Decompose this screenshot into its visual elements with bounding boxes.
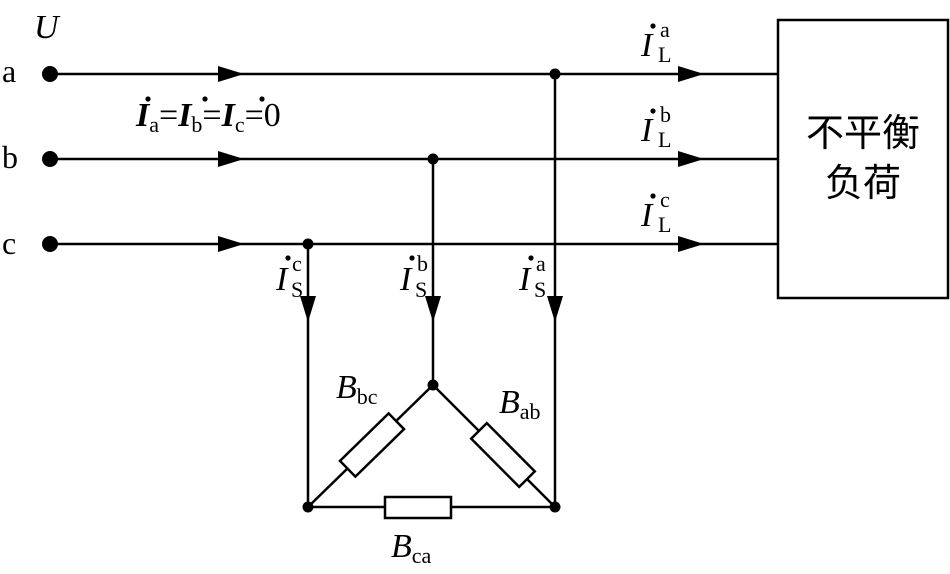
svg-text:S: S (534, 277, 546, 302)
load-current-label-b: I L b (640, 102, 671, 152)
arrow-b-load (678, 151, 704, 167)
svg-text:I: I (518, 261, 532, 298)
phase-label-b: b (2, 139, 18, 175)
svg-text:c: c (660, 187, 670, 212)
load-current-label-a: I L a (640, 17, 671, 67)
phase-label-c: c (2, 225, 16, 261)
susceptance-bc (338, 411, 406, 479)
svg-text:L: L (658, 42, 671, 67)
svg-text:a: a (660, 17, 670, 42)
unbalanced-load-box (776, 18, 950, 300)
label-B-ca: Bca (391, 528, 432, 568)
comp-current-label-c: I S c (275, 251, 303, 302)
svg-text:b: b (417, 251, 428, 276)
arrow-c-comp (300, 296, 316, 322)
svg-text:L: L (658, 127, 671, 152)
arrow-a-load (678, 66, 704, 82)
arrow-b-comp (425, 296, 441, 322)
node-bottom-right (549, 501, 561, 513)
load-box-line1: 不平衡 (806, 111, 920, 155)
comp-current-label-a: I S a (518, 251, 546, 302)
svg-text:L: L (658, 212, 671, 237)
svg-text:a: a (536, 251, 546, 276)
load-box-line2: 负荷 (825, 161, 901, 205)
zero-current-equation: Ia=Ib=Ic=0 (135, 96, 281, 137)
load-current-label-c: I L c (640, 187, 671, 237)
svg-text:S: S (291, 277, 303, 302)
susceptance-ab (469, 421, 537, 489)
arrow-c-source (218, 236, 244, 252)
svg-text:Ia=Ib=Ic=0: Ia=Ib=Ic=0 (135, 97, 281, 137)
arrow-a-comp (547, 296, 563, 322)
svg-text:c: c (292, 251, 302, 276)
comp-current-label-b: I S b (399, 251, 428, 302)
label-B-bc: Bbc (336, 369, 378, 409)
svg-text:I: I (640, 27, 654, 64)
phase-label-a: a (2, 53, 16, 89)
node-top (427, 379, 439, 391)
svg-text:I: I (640, 112, 654, 149)
arrow-c-load (678, 236, 704, 252)
node-bottom-left (302, 501, 314, 513)
svg-text:b: b (660, 102, 671, 127)
label-B-ab: Bab (499, 384, 541, 424)
arrow-a-source (218, 66, 244, 82)
susceptance-ca (383, 495, 453, 520)
svg-text:I: I (640, 197, 654, 234)
svg-text:I: I (399, 261, 413, 298)
voltage-label: U (34, 9, 61, 46)
arrow-b-source (218, 151, 244, 167)
svg-text:S: S (415, 277, 427, 302)
svg-text:I: I (275, 261, 289, 298)
